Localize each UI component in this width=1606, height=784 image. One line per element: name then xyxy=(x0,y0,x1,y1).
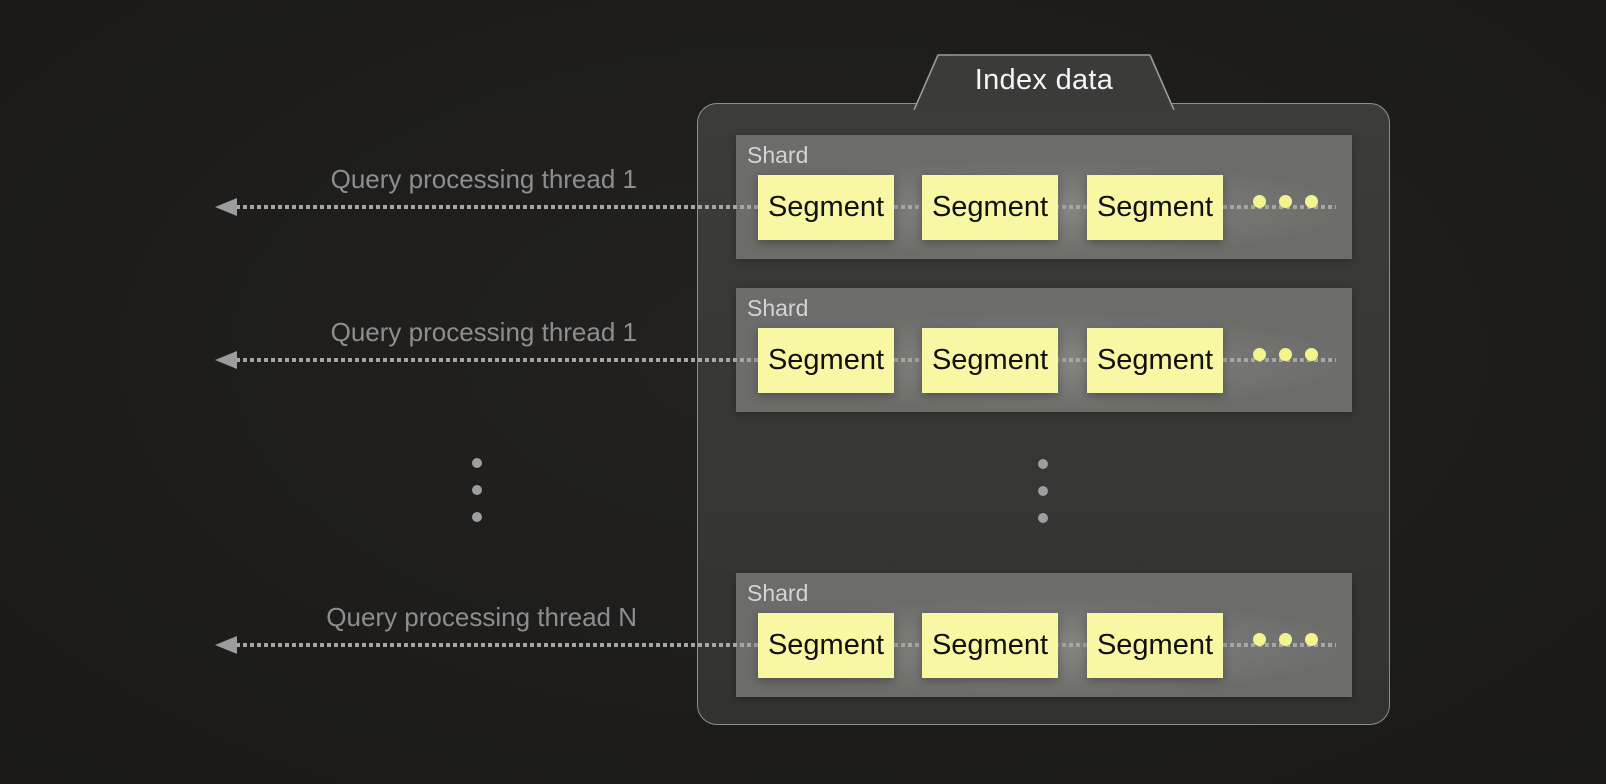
more-shards-ellipsis-icon xyxy=(1038,459,1048,523)
segment-box: Segment xyxy=(758,175,894,240)
segment-box: Segment xyxy=(922,613,1058,678)
index-data-tab-title: Index data xyxy=(974,64,1114,96)
segment-box: Segment xyxy=(758,613,894,678)
shard-box-2: Shard Segment Segment Segment xyxy=(736,288,1352,412)
shard-label: Shard xyxy=(747,580,809,606)
shard-label: Shard xyxy=(747,142,809,168)
index-data-tab-shape xyxy=(913,54,1175,110)
left-arrowhead-icon xyxy=(215,198,237,216)
segment-box: Segment xyxy=(922,175,1058,240)
segment-box: Segment xyxy=(1087,328,1223,393)
segment-box: Segment xyxy=(758,328,894,393)
shard-label: Shard xyxy=(747,295,809,321)
thread-label-2: Query processing thread 1 xyxy=(330,317,637,347)
shard-box-3: Shard Segment Segment Segment xyxy=(736,573,1352,697)
more-segments-ellipsis-icon xyxy=(1253,195,1318,208)
more-segments-ellipsis-icon xyxy=(1253,633,1318,646)
shard-box-1: Shard Segment Segment Segment xyxy=(736,135,1352,259)
segment-box: Segment xyxy=(1087,175,1223,240)
left-arrowhead-icon xyxy=(215,636,237,654)
thread-label-1: Query processing thread 1 xyxy=(330,164,637,194)
segment-box: Segment xyxy=(1087,613,1223,678)
segment-box: Segment xyxy=(922,328,1058,393)
more-segments-ellipsis-icon xyxy=(1253,348,1318,361)
thread-label-3: Query processing thread N xyxy=(326,602,637,632)
left-arrowhead-icon xyxy=(215,351,237,369)
more-threads-ellipsis-icon xyxy=(472,458,482,522)
